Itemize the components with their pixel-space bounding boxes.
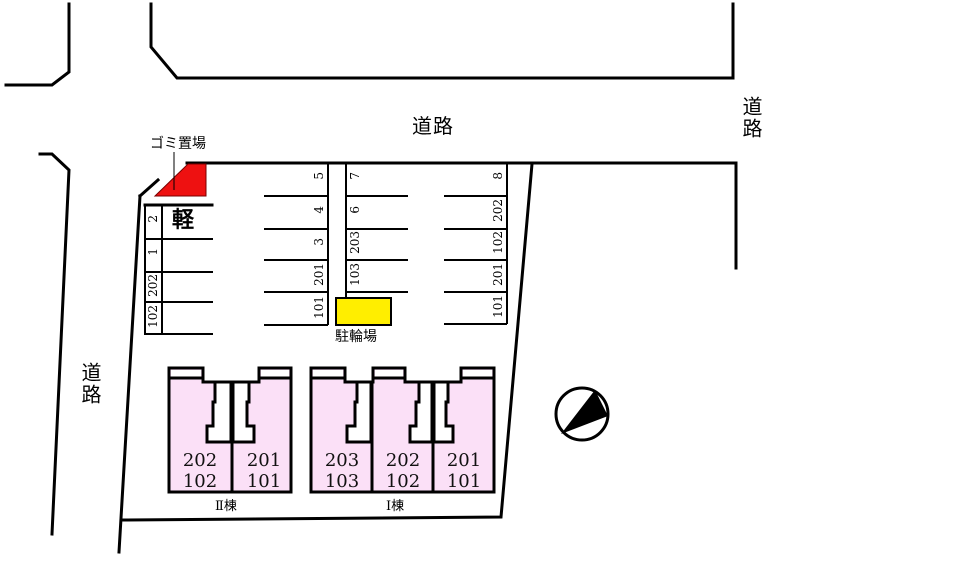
unit-upper-number: 203 — [324, 450, 360, 471]
parking-space-number: 4 — [312, 206, 326, 214]
road-edge-left — [38, 152, 71, 536]
unit-lower-number: 102 — [182, 471, 218, 492]
parking-space-number: 203 — [348, 231, 362, 254]
unit-upper-number: 202 — [182, 450, 218, 471]
parking-center-left-column — [264, 164, 329, 326]
road-outlines — [4, 2, 738, 536]
unit-upper-number: 202 — [385, 450, 421, 471]
parking-space-number: 5 — [312, 172, 326, 180]
parking-space-number: 1 — [146, 248, 160, 256]
parking-space-number: 101 — [312, 296, 326, 319]
unit-label: 202 102 — [170, 450, 230, 492]
road-label-left: 道路 — [78, 362, 102, 406]
parking-space-number: 103 — [348, 263, 362, 286]
bicycle-parking-label: 駐輪場 — [335, 329, 377, 345]
kei-car-label: 軽 — [172, 208, 195, 233]
road-edge-top-right — [149, 2, 735, 80]
building-2-label: Ⅱ棟 — [215, 499, 237, 514]
unit-lower-number: 101 — [446, 471, 482, 492]
parking-space-number: 102 — [146, 305, 160, 328]
road-edge-top-left — [4, 2, 71, 87]
unit-label: 203 103 — [312, 450, 372, 492]
parking-left-column — [143, 203, 214, 335]
parking-space-number: 2 — [146, 215, 160, 223]
parking-center-right-column — [345, 164, 408, 298]
building-2 — [167, 366, 293, 494]
parking-space-number: 201 — [312, 263, 326, 286]
parking-space-number: 202 — [491, 199, 505, 222]
garbage-area — [153, 163, 207, 197]
bicycle-parking — [335, 297, 392, 326]
north-arrow-icon — [554, 386, 610, 442]
parking-space-number: 7 — [348, 172, 362, 180]
building-1-label: Ⅰ棟 — [386, 499, 405, 514]
parking-right-column — [444, 164, 508, 325]
road-label-right: 道路 — [739, 96, 763, 140]
unit-upper-number: 201 — [446, 450, 482, 471]
unit-upper-number: 201 — [246, 450, 282, 471]
parking-space-number: 202 — [146, 274, 160, 297]
road-label-top: 道路 — [412, 114, 454, 138]
garbage-area-label: ゴミ置場 — [150, 136, 206, 152]
unit-lower-number: 103 — [324, 471, 360, 492]
unit-lower-number: 101 — [246, 471, 282, 492]
parking-space-number: 201 — [491, 263, 505, 286]
unit-label: 202 102 — [373, 450, 433, 492]
site-boundary — [117, 161, 738, 554]
parking-space-number: 8 — [491, 172, 505, 180]
parking-space-number: 102 — [491, 231, 505, 254]
parking-space-number: 3 — [312, 238, 326, 246]
unit-lower-number: 102 — [385, 471, 421, 492]
parking-space-number: 6 — [348, 206, 362, 214]
parking-space-number: 101 — [491, 295, 505, 318]
unit-label: 201 101 — [434, 450, 494, 492]
building-1 — [309, 366, 496, 494]
unit-label: 201 101 — [234, 450, 294, 492]
